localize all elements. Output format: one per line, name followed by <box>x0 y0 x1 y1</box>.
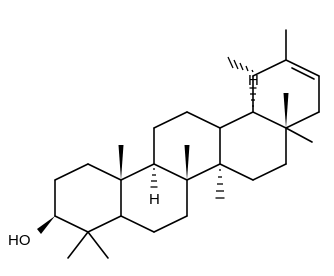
ring-a <box>54 163 122 233</box>
hydrogen-label: H <box>248 72 259 89</box>
hash-bond-h-lower <box>150 168 158 188</box>
atom-labels: HO H H <box>8 72 259 249</box>
hydroxyl-label: HO <box>8 232 31 249</box>
stereo-hashes <box>150 56 257 199</box>
hydrogen-label: H <box>149 191 160 208</box>
hash-bond-h-upper <box>249 87 257 107</box>
hydroxyl-wedge-bond <box>37 216 55 234</box>
wedge-bond <box>283 93 289 128</box>
ring-b <box>120 163 188 233</box>
wedge-bond <box>118 145 124 180</box>
ring-c <box>153 111 221 181</box>
wedge-bond <box>184 145 190 180</box>
hash-bond-methyl <box>215 169 225 199</box>
ring-d <box>219 111 287 181</box>
hash-bond-methyl-upper <box>227 56 254 73</box>
stereo-wedges <box>37 93 289 234</box>
methyl-groups <box>67 29 313 259</box>
